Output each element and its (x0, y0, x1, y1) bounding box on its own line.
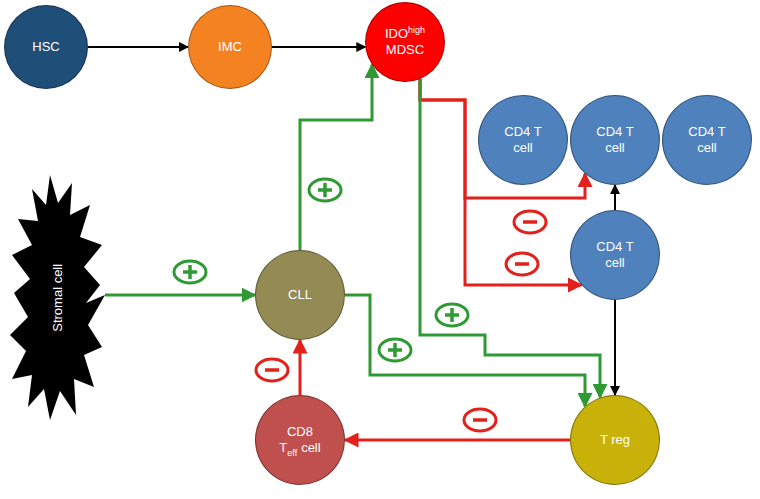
promote-sign (379, 339, 411, 361)
cell-label: CD4 T cell (688, 124, 725, 155)
cell-label: cell (301, 440, 321, 455)
regulatory-cell: T reg (570, 395, 660, 485)
cell-label: CLL (288, 287, 312, 302)
promote-sign (436, 304, 468, 326)
progenitor-cell: IMC (188, 5, 272, 89)
inhibit-sign (514, 211, 546, 233)
stem-cell: HSC (4, 5, 88, 89)
inhibit-sign (464, 409, 496, 431)
cell-label: Stromal cell (50, 264, 66, 332)
suppressor-cell: IDOhighMDSC (365, 2, 445, 82)
connector (345, 295, 585, 407)
effector-cell: CD8Teffcell (255, 395, 345, 485)
connector (272, 46, 365, 48)
connector (614, 300, 616, 395)
promote-sign (309, 179, 341, 201)
connector (420, 79, 585, 198)
connector (300, 65, 372, 250)
inhibit-sign (256, 359, 288, 381)
t-cell: CD4 T cell (570, 95, 660, 185)
cell-label: T (279, 440, 287, 455)
t-cell: CD4 T cell (478, 95, 568, 185)
stromal-cell: Stromal cell (10, 175, 105, 420)
cell-label: eff (287, 448, 297, 458)
cell-label: CD4 T cell (596, 124, 633, 155)
cell-label: CD4 T cell (504, 124, 541, 155)
connector (105, 294, 255, 297)
cell-label: CD8 (287, 424, 313, 439)
inhibit-sign (506, 253, 538, 275)
connector (299, 340, 302, 395)
promote-sign (174, 261, 206, 283)
cell-label: high (408, 25, 425, 35)
cell-label: IDO (385, 26, 408, 41)
cell-label: T reg (600, 432, 630, 447)
connector (420, 79, 582, 285)
cell-label: MDSC (386, 42, 424, 57)
connector (345, 439, 570, 442)
t-cell: CD4 T cell (570, 210, 660, 300)
cell-label: IMC (218, 39, 242, 54)
connector (614, 185, 616, 210)
leukemia-cell: CLL (255, 250, 345, 340)
cell-label: HSC (32, 39, 59, 54)
t-cell: CD4 T cell (662, 95, 752, 185)
connector (88, 46, 188, 48)
cell-label: CD4 T cell (596, 239, 633, 270)
